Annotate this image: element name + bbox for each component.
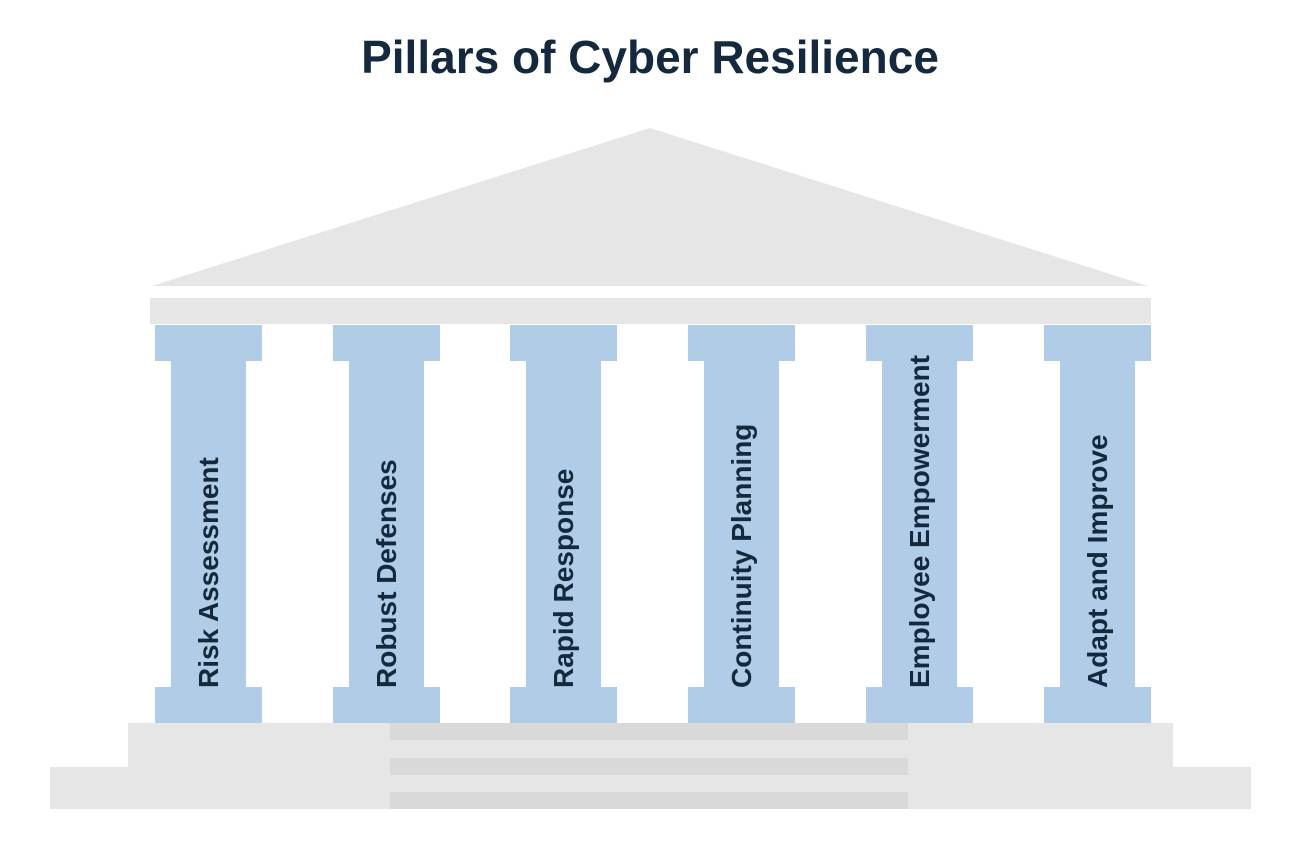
pillar-base — [510, 687, 617, 723]
pillar-capital — [688, 325, 795, 361]
pillar-capital — [1044, 325, 1151, 361]
entablature — [150, 298, 1151, 324]
pillar-capital — [333, 325, 440, 361]
pillar-label: Continuity Planning — [728, 424, 756, 688]
pillar-base — [333, 687, 440, 723]
step-2 — [390, 758, 908, 775]
step-3 — [390, 792, 908, 809]
pillar-capital — [155, 325, 262, 361]
pillar-base — [155, 687, 262, 723]
pillar-label: Risk Assessment — [195, 457, 223, 688]
pillar-label: Adapt and Improve — [1084, 434, 1112, 688]
pillar-label: Robust Defenses — [373, 459, 401, 688]
pillar-base — [1044, 687, 1151, 723]
temple-roof — [0, 0, 1300, 330]
pillar-base — [688, 687, 795, 723]
pillar-base — [866, 687, 973, 723]
pediment — [152, 128, 1148, 286]
pillar-label: Rapid Response — [550, 469, 578, 688]
pillar-capital — [510, 325, 617, 361]
pillar-label: Employee Empowerment — [906, 355, 934, 688]
step-1 — [390, 723, 908, 740]
